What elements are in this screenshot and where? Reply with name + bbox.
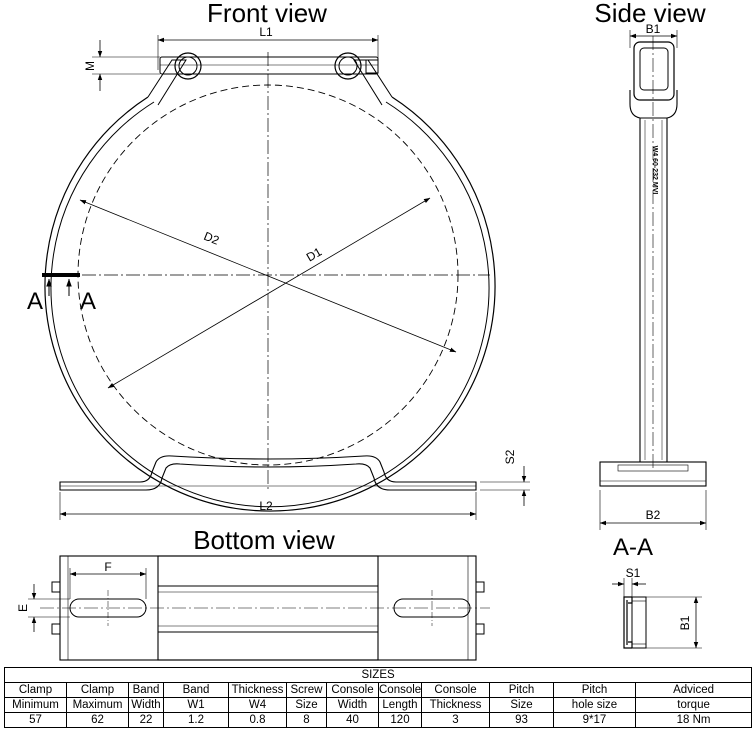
- bolt-loop-left: [174, 52, 202, 80]
- table-header-cell: Console: [326, 682, 379, 698]
- table-header-cell: W4: [228, 697, 287, 713]
- band-stamp-text: W4 60-232 MVI: [651, 146, 658, 195]
- table-cell: 18 Nm: [634, 712, 753, 728]
- section-view: [612, 578, 702, 649]
- bolt-bar: [159, 56, 379, 75]
- table-header-cell: Length: [378, 697, 422, 713]
- table-header-cell: hole size: [553, 697, 636, 713]
- table-header-cell: Width: [128, 697, 164, 713]
- table-header-cell: Console: [421, 682, 490, 698]
- table-header-cell: Pitch: [489, 682, 554, 698]
- side-base: [599, 461, 707, 487]
- bottom-band: [157, 555, 379, 661]
- side-view: [599, 30, 707, 530]
- table-cell: 3: [421, 712, 490, 728]
- dimension-e-label: E: [16, 604, 30, 612]
- table-header-cell: Screw: [286, 682, 327, 698]
- table-cell: 62: [66, 712, 129, 728]
- sizes-table: SIZES Clamp Clamp Band Band Thickness Sc…: [3, 667, 753, 728]
- table-header-cell: Width: [326, 697, 379, 713]
- section-marker-left: A: [27, 288, 43, 315]
- table-header-cell: Size: [489, 697, 554, 713]
- front-view: [42, 35, 530, 520]
- table-header-cell: W1: [163, 697, 229, 713]
- technical-drawing: Front view L1 L2 M S2 D1 D2 A A Side vie…: [16, 0, 707, 661]
- table-header-cell: Maximum: [66, 697, 129, 713]
- table-header-cell: Band: [128, 682, 164, 698]
- table-header-cell: Size: [286, 697, 327, 713]
- table-title-row: SIZES: [3, 667, 753, 683]
- table-header-cell: Thickness: [228, 682, 287, 698]
- bottom-view: [28, 555, 490, 661]
- dimension-d1-label: D1: [304, 244, 325, 264]
- section-view-title: A-A: [613, 534, 653, 561]
- dimension-s1-label: S1: [626, 566, 641, 580]
- table-header-cell: Thickness: [421, 697, 490, 713]
- section-marker-right: A: [80, 288, 96, 315]
- table-header-cell: Clamp: [66, 682, 129, 698]
- side-view-title: Side view: [594, 0, 705, 28]
- table-header-cell: Console: [378, 682, 422, 698]
- table-title: SIZES: [3, 667, 753, 683]
- dimension-m-label: M: [83, 61, 97, 71]
- table-header-cell: torque: [634, 697, 753, 713]
- table-cell: 93: [489, 712, 554, 728]
- table-cell: 120: [378, 712, 422, 728]
- table-cell: 9*17: [553, 712, 636, 728]
- table-cell: 8: [286, 712, 327, 728]
- table-header-cell: Clamp: [4, 682, 67, 698]
- dimension-s2-label: S2: [503, 449, 517, 464]
- dimension-b2-label: B2: [646, 508, 661, 522]
- table-header-row: Clamp Clamp Band Band Thickness Screw Co…: [4, 682, 753, 698]
- dimension-b1-section-label: B1: [678, 615, 692, 630]
- dimension-l2-label: L2: [259, 499, 273, 513]
- console-base: [59, 455, 477, 491]
- table-header-cell: Adviced: [634, 682, 753, 698]
- table-header-cell: Minimum: [4, 697, 67, 713]
- table-cell: 0.8: [228, 712, 287, 728]
- clamp-band-inner: [50, 101, 490, 508]
- bolt-loop-right: [334, 52, 362, 80]
- table-header-cell: Pitch: [553, 682, 636, 698]
- dimension-d2-label: D2: [202, 229, 222, 248]
- front-view-title: Front view: [207, 0, 327, 28]
- dimension-b1-label: B1: [646, 22, 661, 36]
- table-cell: 57: [4, 712, 67, 728]
- table-header-cell: Band: [163, 682, 229, 698]
- dimension-l1-label: L1: [259, 25, 273, 39]
- dimension-f-label: F: [104, 560, 111, 574]
- clamp-band-outer: [44, 96, 496, 512]
- table-cell: 22: [128, 712, 164, 728]
- bottom-view-title: Bottom view: [193, 525, 335, 555]
- section-band-profile: [623, 596, 633, 649]
- table-cell: 40: [326, 712, 379, 728]
- table-subheader-row: Minimum Maximum Width W1 W4 Size Width L…: [4, 697, 753, 713]
- table-row: 57 62 22 1.2 0.8 8 40 120 3 93 9*17 18 N…: [4, 712, 753, 728]
- table-cell: 1.2: [163, 712, 229, 728]
